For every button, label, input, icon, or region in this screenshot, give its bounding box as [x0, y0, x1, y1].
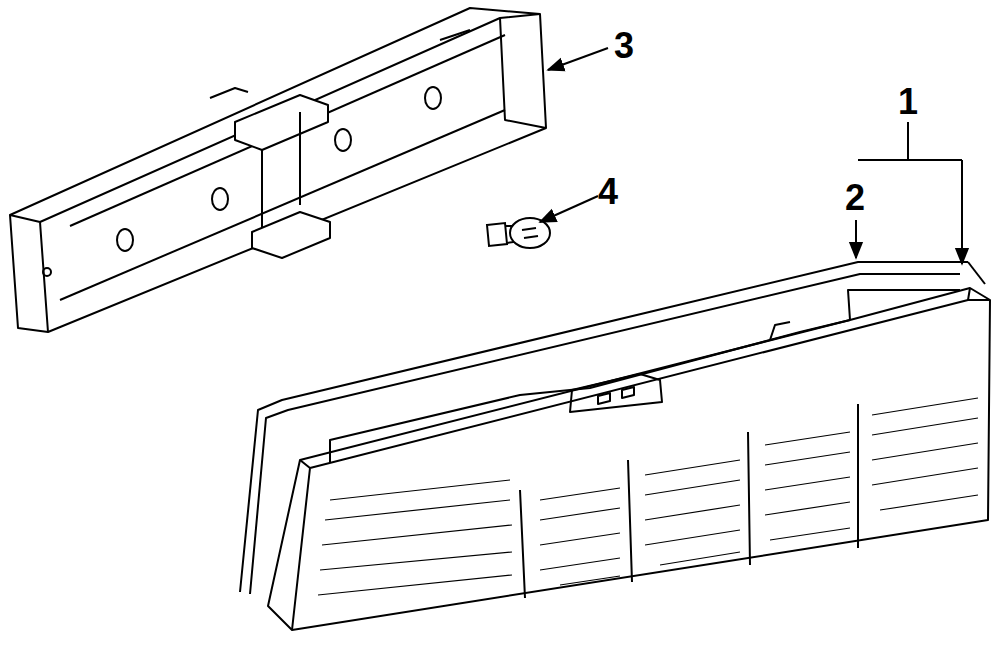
lens-hatching: [318, 398, 978, 595]
callout-number: 1: [898, 84, 918, 120]
callout-number: 3: [614, 28, 634, 64]
lamp-housing: [10, 8, 546, 332]
lamp-assembly: [240, 262, 990, 630]
callout-number: 4: [598, 174, 618, 210]
leader-lines: [540, 48, 962, 264]
callout-number: 2: [845, 180, 865, 216]
